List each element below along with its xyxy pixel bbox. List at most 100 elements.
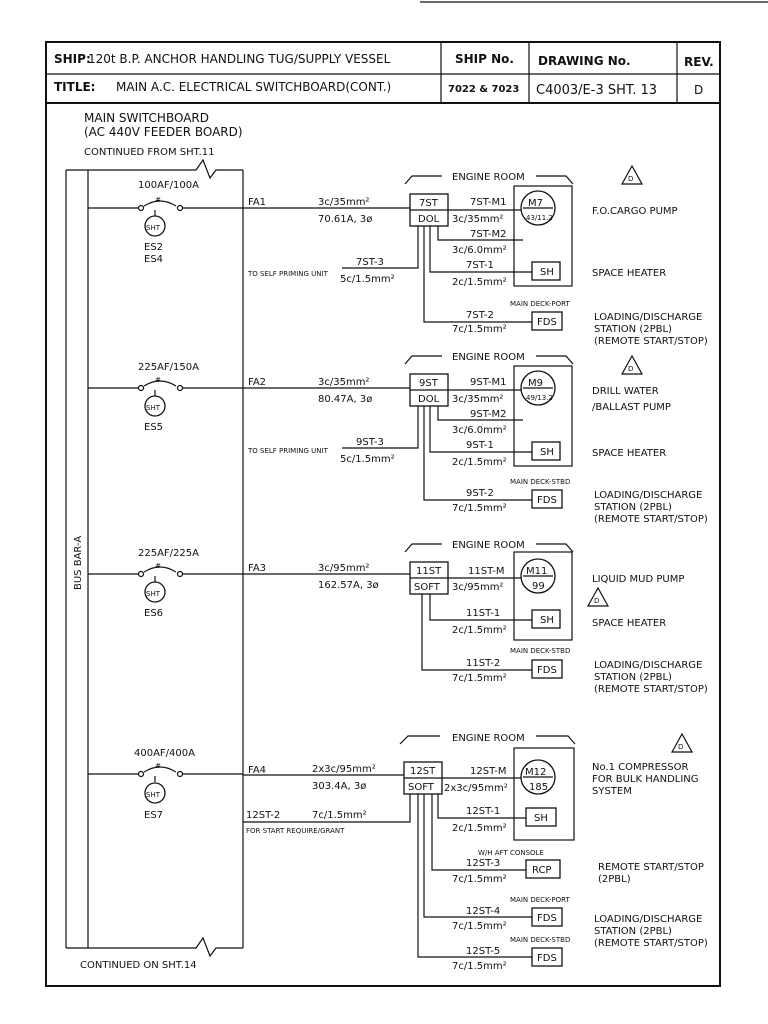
svg-text:FDS: FDS — [537, 953, 557, 964]
svg-text:7c/1.5mm²: 7c/1.5mm² — [312, 810, 367, 821]
svg-text:(REMOTE START/STOP): (REMOTE START/STOP) — [594, 938, 708, 949]
svg-text:(REMOTE START/STOP): (REMOTE START/STOP) — [594, 514, 708, 525]
svg-text:LOADING/DISCHARGE: LOADING/DISCHARGE — [594, 490, 702, 501]
shunt-trip-icon — [144, 215, 166, 237]
svg-text:ENGINE ROOM: ENGINE ROOM — [452, 733, 525, 744]
svg-text:3c/35mm²: 3c/35mm² — [318, 197, 369, 208]
svg-text:SHT: SHT — [146, 791, 161, 799]
svg-text:7ST: 7ST — [419, 198, 439, 209]
rev-label: REV. — [684, 55, 714, 69]
svg-text:FDS: FDS — [537, 665, 557, 676]
title-value: MAIN A.C. ELECTRICAL SWITCHBOARD(CONT.) — [116, 80, 391, 94]
svg-text:185: 185 — [529, 782, 548, 793]
svg-text:12ST-3: 12ST-3 — [466, 858, 500, 869]
svg-text:FOR START REQUIRE/GRANT: FOR START REQUIRE/GRANT — [246, 827, 345, 835]
svg-text:No.1 COMPRESSOR: No.1 COMPRESSOR — [592, 762, 688, 773]
ship-no-label: SHIP No. — [455, 52, 514, 66]
svg-text:M11: M11 — [526, 566, 547, 577]
svg-text:#: # — [155, 196, 161, 204]
svg-text:11ST-2: 11ST-2 — [466, 658, 500, 669]
svg-text:#: # — [155, 562, 161, 570]
svg-text:43/11.2: 43/11.2 — [526, 214, 553, 222]
svg-text:#: # — [155, 376, 161, 384]
feeder-fa3: 225AF/225A # SHT ES6 FA3 3c/95mm² 162.57… — [88, 540, 708, 695]
svg-text:FA1: FA1 — [248, 197, 266, 208]
svg-text:SOFT: SOFT — [414, 582, 441, 593]
svg-text:3c/35mm²: 3c/35mm² — [452, 214, 503, 225]
svg-text:SH: SH — [534, 813, 548, 824]
svg-text:FA2: FA2 — [248, 377, 266, 388]
svg-text:2c/1.5mm²: 2c/1.5mm² — [452, 823, 507, 834]
revision-triangle-icon — [620, 354, 644, 375]
svg-text:DOL: DOL — [418, 214, 440, 225]
svg-text:FA3: FA3 — [248, 563, 266, 574]
svg-text:12ST-M: 12ST-M — [470, 766, 507, 777]
svg-text:7c/1.5mm²: 7c/1.5mm² — [452, 503, 507, 514]
svg-text:/BALLAST PUMP: /BALLAST PUMP — [592, 402, 671, 413]
svg-text:12ST-4: 12ST-4 — [466, 906, 500, 917]
svg-text:FOR BULK HANDLING: FOR BULK HANDLING — [592, 774, 699, 785]
svg-text:SHT: SHT — [146, 224, 161, 232]
feeder-fa1: 100AF/100A # SHT ES2 ES4 FA1 3c/35mm² 70… — [88, 164, 708, 347]
svg-text:303.4A, 3ø: 303.4A, 3ø — [312, 781, 366, 792]
svg-text:225AF/150A: 225AF/150A — [138, 362, 199, 373]
svg-text:225AF/225A: 225AF/225A — [138, 548, 199, 559]
svg-text:70.61A, 3ø: 70.61A, 3ø — [318, 214, 372, 225]
svg-text:MAIN DECK-PORT: MAIN DECK-PORT — [510, 300, 571, 308]
svg-text:ES5: ES5 — [144, 422, 163, 433]
svg-text:2c/1.5mm²: 2c/1.5mm² — [452, 277, 507, 288]
continued-from: CONTINUED FROM SHT.11 — [84, 147, 214, 158]
svg-text:2x3c/95mm²: 2x3c/95mm² — [444, 783, 508, 794]
svg-text:LOADING/DISCHARGE: LOADING/DISCHARGE — [594, 312, 702, 323]
svg-text:11ST-M: 11ST-M — [468, 566, 505, 577]
svg-text:MAIN DECK-PORT: MAIN DECK-PORT — [510, 896, 571, 904]
svg-text:5c/1.5mm²: 5c/1.5mm² — [340, 454, 395, 465]
svg-text:49/13.2: 49/13.2 — [526, 394, 553, 402]
revision-triangle-icon — [586, 586, 610, 607]
svg-text:7c/1.5mm²: 7c/1.5mm² — [452, 673, 507, 684]
svg-text:DOL: DOL — [418, 394, 440, 405]
svg-text:STATION (2PBL): STATION (2PBL) — [594, 672, 672, 683]
svg-text:7c/1.5mm²: 7c/1.5mm² — [452, 874, 507, 885]
svg-text:TO SELF PRIMING UNIT: TO SELF PRIMING UNIT — [247, 447, 329, 455]
svg-text:9ST-3: 9ST-3 — [356, 437, 384, 448]
svg-text:FDS: FDS — [537, 495, 557, 506]
svg-text:7ST-1: 7ST-1 — [466, 260, 494, 271]
svg-text:12ST: 12ST — [410, 766, 436, 777]
svg-text:7c/1.5mm²: 7c/1.5mm² — [452, 324, 507, 335]
svg-text:#: # — [155, 762, 161, 770]
svg-text:9ST-M1: 9ST-M1 — [470, 377, 507, 388]
svg-text:2x3c/95mm²: 2x3c/95mm² — [312, 764, 376, 775]
svg-text:12ST-1: 12ST-1 — [466, 806, 500, 817]
svg-text:400AF/400A: 400AF/400A — [134, 748, 195, 759]
svg-text:3c/95mm²: 3c/95mm² — [452, 582, 503, 593]
svg-text:9ST-1: 9ST-1 — [466, 440, 494, 451]
svg-text:12ST-5: 12ST-5 — [466, 946, 500, 957]
svg-text:5c/1.5mm²: 5c/1.5mm² — [340, 274, 395, 285]
svg-text:7ST-3: 7ST-3 — [356, 257, 384, 268]
title-label: TITLE: — [54, 80, 95, 94]
svg-text:D: D — [594, 597, 599, 605]
ship-value: 120t B.P. ANCHOR HANDLING TUG/SUPPLY VES… — [88, 52, 391, 66]
svg-text:(REMOTE START/STOP): (REMOTE START/STOP) — [594, 336, 708, 347]
bus-bar-label: BUS BAR-A — [73, 536, 84, 590]
svg-text:(2PBL): (2PBL) — [598, 874, 631, 885]
svg-text:3c/6.0mm²: 3c/6.0mm² — [452, 245, 507, 256]
svg-text:80.47A, 3ø: 80.47A, 3ø — [318, 394, 372, 405]
svg-text:LOADING/DISCHARGE: LOADING/DISCHARGE — [594, 914, 702, 925]
shunt-trip-icon — [144, 782, 166, 804]
svg-text:3c/35mm²: 3c/35mm² — [452, 394, 503, 405]
svg-text:F.O.CARGO PUMP: F.O.CARGO PUMP — [592, 206, 678, 217]
svg-text:11ST: 11ST — [416, 566, 442, 577]
svg-text:M9: M9 — [528, 378, 543, 389]
svg-text:FDS: FDS — [537, 317, 557, 328]
shunt-trip-icon — [144, 581, 166, 603]
svg-text:SH: SH — [540, 447, 554, 458]
svg-text:D: D — [628, 175, 633, 183]
feeder-fa4: 400AF/400A # SHT ES7 FA4 2x3c/95mm² 303.… — [88, 732, 708, 972]
motor-enclosure — [513, 185, 573, 287]
svg-text:7c/1.5mm²: 7c/1.5mm² — [452, 921, 507, 932]
ship-no-value: 7022 & 7023 — [448, 84, 519, 95]
svg-text:MAIN DECK-STBD: MAIN DECK-STBD — [510, 936, 570, 944]
